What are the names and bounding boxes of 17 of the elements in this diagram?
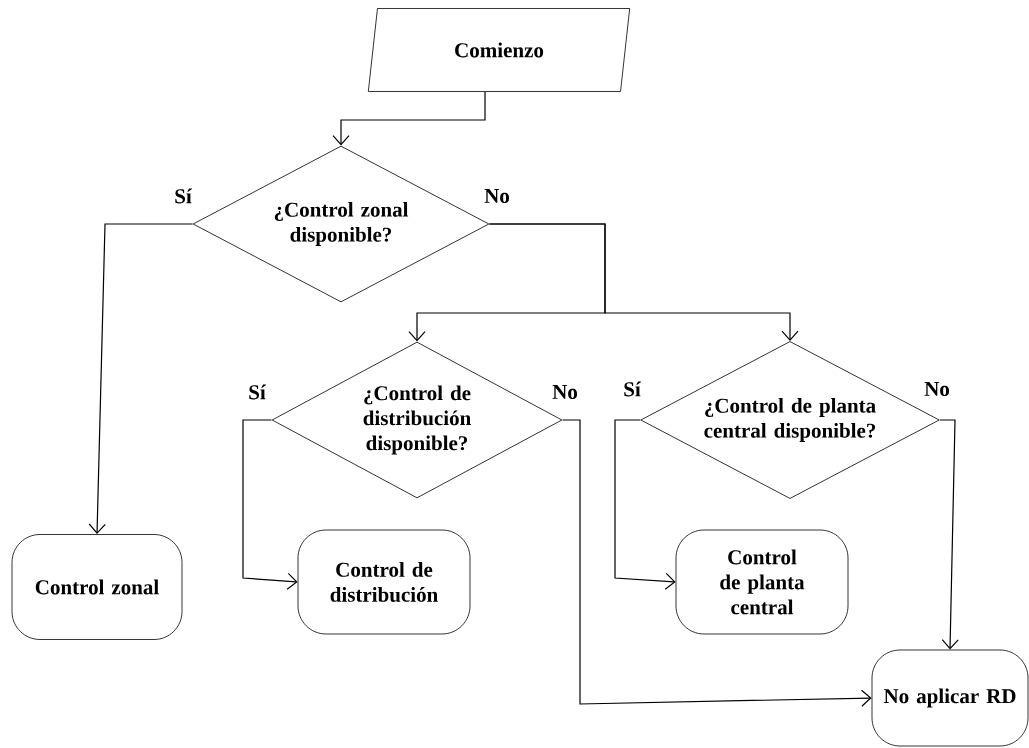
arrow	[332, 91, 486, 146]
arrow	[614, 419, 676, 590]
edge-label: Sí	[175, 188, 192, 204]
arrow	[88, 223, 194, 535]
arrow	[939, 419, 959, 650]
arrow	[561, 419, 872, 707]
start-parallelogram: Comienzo	[367, 8, 631, 92]
terminal-box: No aplicar RD	[871, 649, 1029, 747]
edge-label: No	[552, 385, 578, 399]
edge-label: Sí	[624, 381, 642, 397]
edge-label: Sí	[249, 384, 266, 400]
terminal-box: Control de distribución	[297, 529, 471, 635]
arrow	[242, 419, 298, 590]
edge-label: No	[924, 382, 950, 396]
arrow	[488, 223, 799, 341]
terminal-box: Control zonal	[11, 534, 183, 640]
terminal-box: Control de planta central	[675, 529, 849, 635]
